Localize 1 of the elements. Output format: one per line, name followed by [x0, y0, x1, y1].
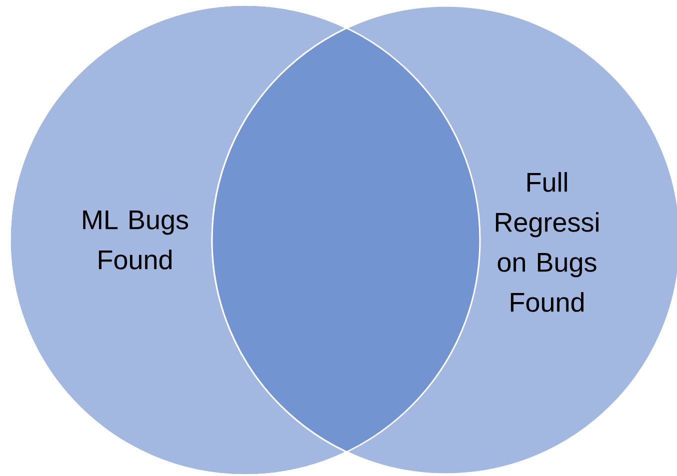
- node-label: Full Regressi on Bugs Found: [496, 172, 598, 312]
